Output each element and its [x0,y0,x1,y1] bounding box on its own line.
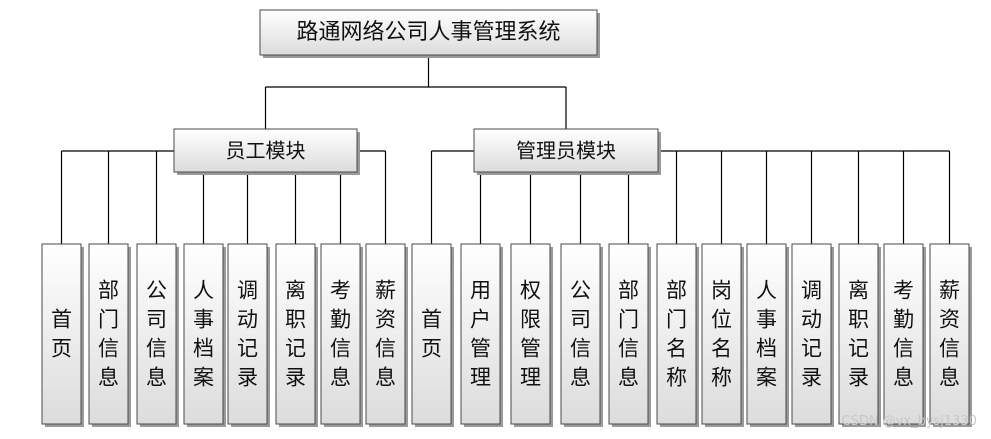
leaf-label-2-4: 公司信息 [570,279,591,390]
root-title: 路通网络公司人事管理系统 [296,20,560,45]
leaf-box-1-3: 公司信息 [136,243,179,427]
leaf-label-2-5: 部门信息 [618,279,639,390]
leaf-label-2-8: 人事档案 [756,279,777,390]
leaf-box-2-11: 考勤信息 [883,243,926,427]
leaf-label-1-8: 薪资信息 [375,279,396,390]
watermark-text: CSDN @vx_bysj1330 [841,414,978,429]
leaf-label-2-6: 部门名称 [666,279,687,390]
leaf-box-1-8: 薪资信息 [365,243,408,427]
leaf-box-2-4: 公司信息 [560,243,603,427]
leaf-label-1-2: 部门信息 [98,279,119,390]
module-box-2: 管理员模块 [473,128,661,175]
module-box-1: 员工模块 [173,128,360,175]
leaf-box-1-6: 离职记录 [275,243,318,427]
leaf-label-1-4: 人事档案 [193,279,214,390]
root-box: 路通网络公司人事管理系统 [259,9,600,58]
leaf-box-1-7: 考勤信息 [320,243,363,427]
leaf-box-2-10: 离职记录 [838,243,881,427]
leaf-box-2-12: 薪资信息 [929,243,972,427]
leaf-label-1-3: 公司信息 [146,279,167,390]
leaf-box-2-6: 部门名称 [656,243,699,427]
leaf-label-2-11: 考勤信息 [893,279,914,390]
leaf-label-1-7: 考勤信息 [330,279,351,390]
leaf-box-1-5: 调动记录 [227,243,270,427]
leaf-label-2-3: 权限管理 [520,279,541,390]
leaf-box-2-3: 权限管理 [510,243,553,427]
leaf-box-2-9: 调动记录 [791,243,834,427]
leaf-box-2-8: 人事档案 [746,243,789,427]
leaf-box-2-7: 岗位名称 [701,243,744,427]
leaf-label-2-9: 调动记录 [801,279,822,390]
leaf-label-2-7: 岗位名称 [711,279,732,390]
leaf-box-1-2: 部门信息 [88,243,131,427]
leaf-box-2-5: 部门信息 [608,243,651,427]
leaf-box-1-1: 首页 [41,243,84,427]
leaf-box-1-4: 人事档案 [183,243,226,427]
leaf-label-2-2: 用户管理 [470,279,491,390]
module-title-1: 员工模块 [226,139,306,163]
leaf-label-2-10: 离职记录 [848,279,869,390]
leaf-box-2-2: 用户管理 [460,243,503,427]
leaf-label-2-12: 薪资信息 [939,279,960,390]
leaf-label-1-6: 离职记录 [285,279,306,390]
module-title-2: 管理员模块 [516,139,616,163]
leaf-label-2-1: 首页 [421,308,442,361]
leaf-label-1-5: 调动记录 [237,279,258,390]
leaf-label-1-1: 首页 [51,308,72,361]
leaf-box-2-1: 首页 [411,243,454,427]
